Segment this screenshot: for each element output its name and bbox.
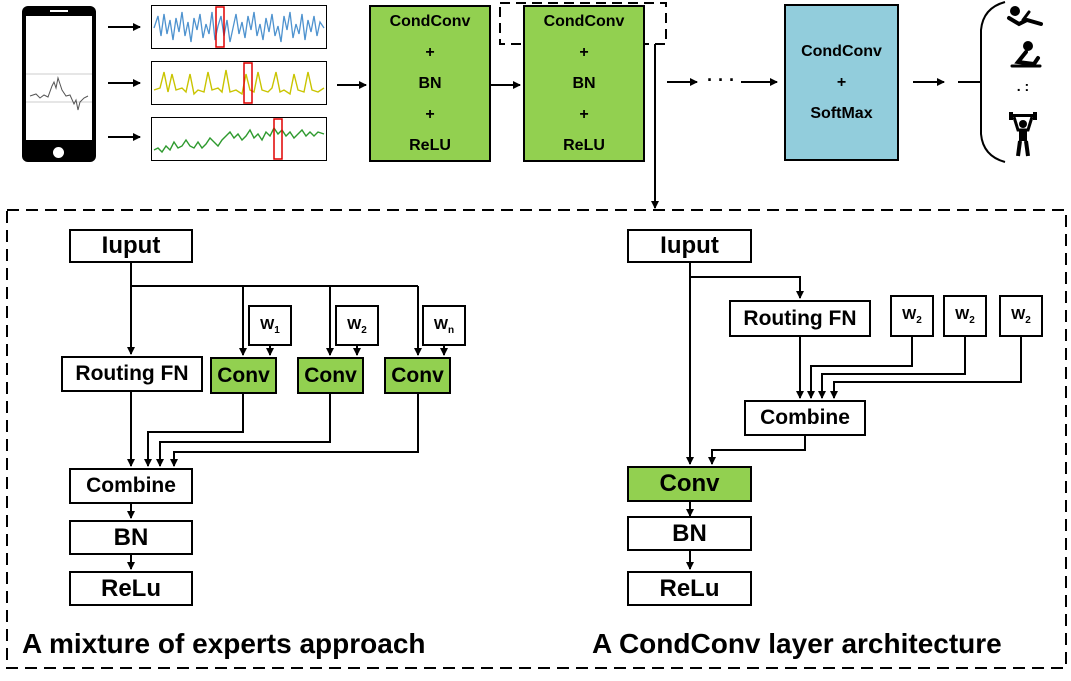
condconv-weight-1: W2 [890,295,934,337]
signal-panel-green [151,117,327,161]
moe-weight-1: W1 [248,305,292,346]
moe-weight-2-sub: 2 [361,324,367,336]
moe-routing-fn: Routing FN [61,356,203,392]
ellipsis: · · · [707,70,735,90]
moe-conv-1: Conv [210,357,277,394]
detail-dashed-frame [6,209,1067,669]
moe-weight-1-sub: 1 [274,324,280,336]
block2-line-2: + [579,44,589,61]
condconv-bn-relu-block-1: CondConv + BN + ReLU [369,5,491,162]
condconv-combine-box: Combine [744,400,866,436]
condconv-weight-3: W2 [999,295,1043,337]
condconv-weight-2-label: W [955,306,970,323]
condconv-routing-fn: Routing FN [729,300,871,337]
lying-person-icon [1007,6,1043,27]
condconv-conv-box: Conv [627,466,752,502]
moe-relu-box: ReLu [69,571,193,606]
moe-weight-1-label: W [260,315,275,333]
weightlifter-icon [1009,112,1037,157]
phone-screen [26,16,92,140]
block1-line-3: BN [418,75,442,92]
moe-bn-box: BN [69,520,193,555]
condconv-weight-3-label: W [1011,306,1026,323]
signal-panel-blue [151,5,327,49]
block3-line-2: + [836,74,847,91]
block2-line-1: CondConv [543,13,625,30]
condconv-bn-relu-block-2: CondConv + BN + ReLU [523,5,645,162]
moe-weight-n-sub: n [448,324,455,336]
phone-signal-trace [26,73,92,111]
moe-weight-n: Wn [422,305,466,346]
moe-conv-2: Conv [297,357,364,394]
block2-line-5: ReLU [563,137,605,154]
moe-caption: A mixture of experts approach [22,628,426,659]
signal-trace-blue [153,6,325,48]
condconv-weight-2-sub: 2 [969,315,975,326]
sitting-person-icon [1010,41,1042,68]
condconv-relu-box: ReLu [627,571,752,606]
moe-weight-n-label: W [433,315,449,333]
phone-speaker [50,10,68,12]
moe-conv-3: Conv [384,357,451,394]
block3-line-3: SoftMax [810,105,873,122]
block1-line-2: + [425,44,435,61]
signal-trace-green [153,118,325,160]
smartphone-icon [22,6,96,162]
block1-line-5: ReLU [409,137,451,154]
block3-line-1: CondConv [801,43,882,60]
condconv-input-box: Iuput [627,229,752,263]
block1-line-4: + [425,106,435,123]
condconv-bn-box: BN [627,516,752,551]
signal-panel-yellow [151,61,327,105]
output-brace [980,1,1006,163]
more-classes-dots: . : [1016,78,1030,94]
block1-line-1: CondConv [389,13,471,30]
condconv-weight-2: W2 [943,295,987,337]
block2-line-4: + [579,106,589,123]
block2-line-3: BN [572,75,596,92]
moe-weight-2: W2 [335,305,379,346]
condconv-caption: A CondConv layer architecture [592,628,1002,659]
phone-home-button [53,147,64,158]
moe-input-box: Iuput [69,229,193,263]
moe-weight-2-label: W [347,315,362,333]
condconv-weight-3-sub: 2 [1025,315,1031,326]
condconv-weight-1-sub: 2 [916,315,922,326]
condconv-softmax-block: CondConv + SoftMax [784,4,899,161]
moe-combine-box: Combine [69,468,193,504]
signal-trace-yellow [153,62,325,104]
condconv-weight-1-label: W [902,306,917,323]
